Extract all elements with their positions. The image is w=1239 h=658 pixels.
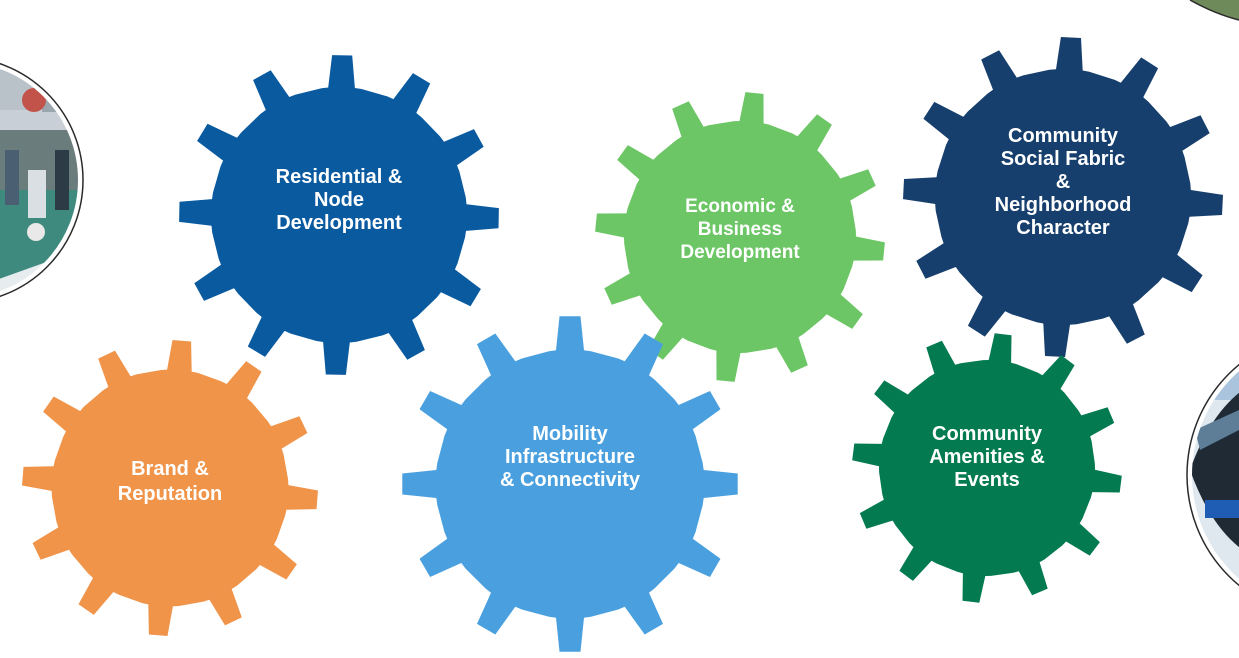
gear-label-residential-line-2: Development xyxy=(276,212,402,234)
gear-shape-social xyxy=(903,37,1223,357)
gear-label-social-line-3: Neighborhood xyxy=(995,194,1132,216)
gear-label-mobility-line-0: Mobility xyxy=(532,423,608,445)
gear-label-economic-line-2: Development xyxy=(680,242,800,263)
gear-shape-residential xyxy=(179,55,499,375)
gear-shape-mobility xyxy=(402,316,738,652)
gear-label-economic-line-1: Business xyxy=(698,219,782,240)
gear-brand: Brand & Reputation xyxy=(22,340,318,636)
right-photo-circle xyxy=(1186,335,1239,615)
gear-label-brand-line-1: Reputation xyxy=(118,483,222,505)
gear-label-residential-line-0: Residential & xyxy=(276,166,403,188)
gear-label-economic-line-0: Economic & xyxy=(685,196,795,217)
gear-label-social-line-4: Character xyxy=(1016,217,1110,239)
left-photo-circle xyxy=(0,60,84,300)
gear-label-brand-line-0: Brand & xyxy=(131,458,209,480)
gear-label-amenities-line-0: Community xyxy=(932,423,1043,445)
gear-label-social-line-2: & xyxy=(1056,171,1070,193)
gear-label-amenities-line-1: Amenities & xyxy=(929,446,1045,468)
gear-label-amenities-line-2: Events xyxy=(954,469,1020,491)
gear-shape-economic xyxy=(595,92,885,382)
gear-shape-amenities xyxy=(852,333,1122,603)
gear-label-residential-line-1: Node xyxy=(314,189,364,211)
gear-label-social-line-1: Social Fabric xyxy=(1001,148,1126,170)
gear-shape-brand xyxy=(22,340,318,636)
gear-label-social-line-0: Community xyxy=(1008,125,1119,147)
top-right-photo-sliver xyxy=(1189,0,1239,21)
gear-label-mobility-line-1: Infrastructure xyxy=(505,446,635,468)
gear-label-mobility-line-2: & Connectivity xyxy=(500,469,641,491)
